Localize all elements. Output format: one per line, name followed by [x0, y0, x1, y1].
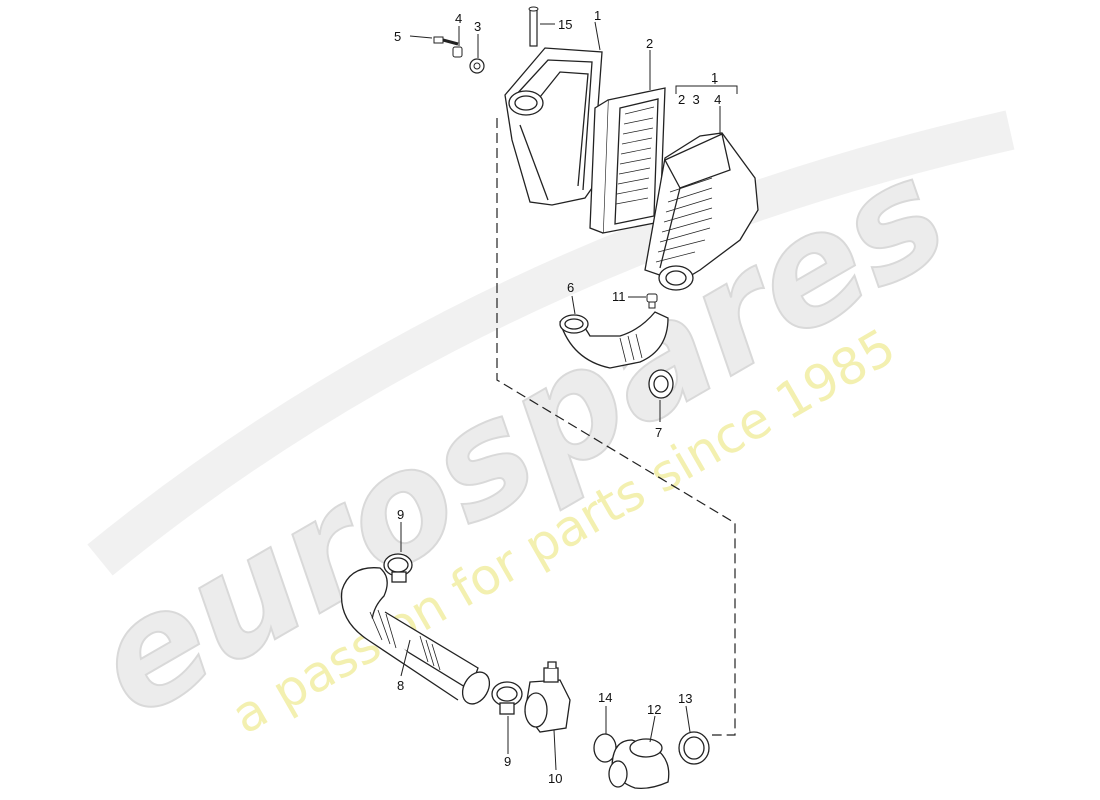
callout-labels: 1 1 2 3 4 2 3 4 5 6 7 8 9 9 10 11 12 13 … — [394, 8, 721, 786]
part-9-hose-clamp-bottom — [491, 681, 523, 715]
part-2-filter-element — [589, 87, 666, 234]
part-5-screw — [433, 36, 459, 46]
callout-1-right-sub: 2 3 4 — [678, 92, 721, 107]
callout-5: 5 — [394, 29, 401, 44]
callout-3: 3 — [474, 19, 481, 34]
part-15-pin — [528, 6, 539, 47]
part-10-airflow-sensor — [524, 661, 571, 733]
callout-9-bottom: 9 — [504, 754, 511, 769]
callout-1-right: 1 — [711, 70, 718, 85]
part-1-filter-housing-lower — [644, 132, 759, 291]
callout-13: 13 — [678, 691, 692, 706]
callout-9-top: 9 — [397, 507, 404, 522]
watermark: eurospares a passion for parts since 198… — [65, 110, 1015, 752]
part-1-filter-housing-cover — [504, 47, 603, 206]
watermark-brand: eurospares — [66, 126, 974, 751]
part-8-intake-hose — [340, 567, 491, 705]
callout-1-top: 1 — [594, 8, 601, 23]
callout-6: 6 — [567, 280, 574, 295]
part-4-washer — [452, 46, 463, 58]
callout-12: 12 — [647, 702, 661, 717]
part-3-grommet — [469, 58, 485, 74]
part-12-elbow — [608, 738, 670, 790]
callout-11: 11 — [612, 289, 626, 304]
part-6-intake-elbow — [559, 311, 669, 369]
callout-2: 2 — [646, 36, 653, 51]
callout-14: 14 — [598, 690, 612, 705]
callout-4: 4 — [455, 11, 462, 26]
watermark-swoosh — [87, 110, 1015, 576]
part-7-seal-ring — [648, 369, 674, 399]
callout-8: 8 — [397, 678, 404, 693]
part-11-grommet — [646, 293, 658, 309]
callout-7: 7 — [655, 425, 662, 440]
part-9-hose-clamp-top — [383, 553, 413, 583]
callout-10: 10 — [548, 771, 562, 786]
leader-lines — [400, 21, 738, 771]
part-13-seal-ring — [678, 731, 710, 765]
callout-15: 15 — [558, 17, 572, 32]
assembly-dashed-line — [496, 118, 736, 736]
